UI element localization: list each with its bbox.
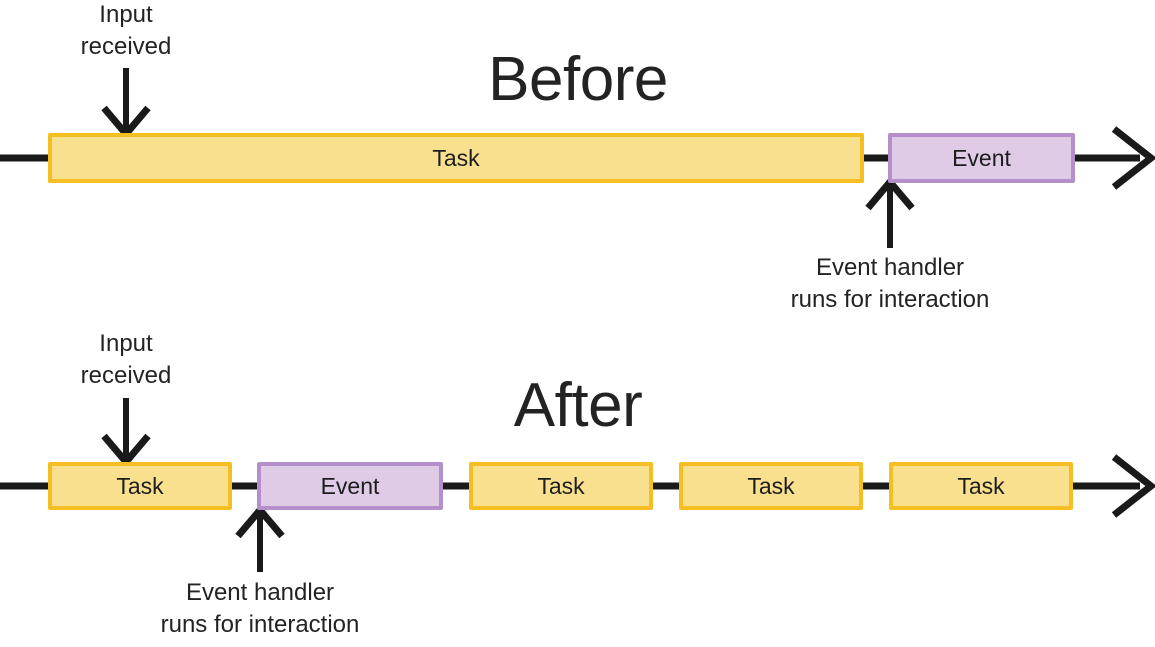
before-trailing-arrowhead xyxy=(1111,126,1155,190)
block-label: Task xyxy=(116,472,164,499)
block-label: Task xyxy=(747,472,795,499)
timeline-block-after-task-4[interactable]: Task xyxy=(889,462,1073,510)
after-trailing-arrowhead xyxy=(1111,454,1155,518)
after-handler-arrowhead xyxy=(235,504,285,539)
section-heading-after: After xyxy=(513,371,643,440)
block-label: Task xyxy=(957,472,1005,499)
block-label: Event xyxy=(320,472,380,499)
timeline-block-after-task-3[interactable]: Task xyxy=(679,462,863,510)
annotation-after-event-handler: Event handler runs for interaction xyxy=(160,579,360,638)
block-label: Event xyxy=(952,144,1011,171)
annotation-after-input-received: Input received xyxy=(80,330,172,389)
block-label: Task xyxy=(432,144,480,171)
section-heading-before: Before xyxy=(488,45,668,114)
timeline-block-after-task-1[interactable]: Task xyxy=(48,462,232,510)
block-label: Task xyxy=(537,472,585,499)
timeline-block-before-event-1[interactable]: Event xyxy=(888,133,1075,183)
annotation-before-input-received: Input received xyxy=(80,1,172,60)
timeline-block-before-task-1[interactable]: Task xyxy=(48,133,864,183)
timeline-block-after-task-2[interactable]: Task xyxy=(469,462,653,510)
timeline-block-after-event-1[interactable]: Event xyxy=(257,462,443,510)
annotation-before-event-handler: Event handler runs for interaction xyxy=(790,254,990,313)
